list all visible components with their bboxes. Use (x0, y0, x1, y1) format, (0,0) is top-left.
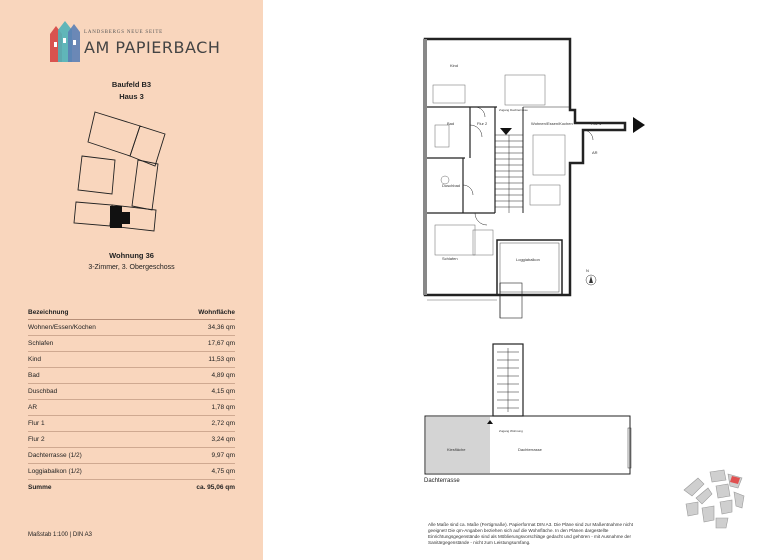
disclaimer-note: Alle Maße sind ca. Maße (Fertigmaße). Pa… (428, 522, 634, 545)
table-row: Dachterrasse (1/2)9,97 qm (28, 447, 235, 464)
table-header-row: Bezeichnung Wohnfläche (28, 307, 235, 320)
roof-arrow-icon (487, 420, 493, 424)
column-header: Bezeichnung (28, 307, 160, 320)
room-name: Flur 2 (28, 431, 160, 448)
room-name: Schlafen (28, 335, 160, 352)
floor-plan: N Kind Bad Flur 2 Wohnen/Essen/Kochen Fl… (423, 37, 645, 319)
room-area: 2,72 qm (159, 415, 235, 432)
room-area: 17,67 qm (159, 335, 235, 352)
room-label-kind: Kind (450, 63, 458, 68)
room-area: 1,78 qm (159, 399, 235, 416)
sum-area: ca. 95,06 qm (196, 483, 235, 491)
roof-label-zugang: Zugang Wohnung (499, 429, 523, 433)
room-label-zugang: Zugang Dachterrasse (499, 108, 528, 112)
unit-marker (110, 206, 122, 228)
room-name: Kind (28, 351, 160, 368)
room-name: AR (28, 399, 160, 416)
roof-label-dachterrasse: Dachterrasse (518, 447, 543, 452)
room-area: 9,97 qm (159, 447, 235, 464)
room-label-ar: AR (592, 150, 598, 155)
stair-arrow-icon (500, 128, 512, 135)
room-name: Loggiabalkon (1/2) (28, 463, 160, 480)
room-label-schlafen: Schlafen (442, 256, 458, 261)
roof-plan: Zugang Wohnung Kiesfläche Dachterrasse (424, 343, 632, 475)
district-map (683, 469, 745, 529)
haus-label: Haus 3 (119, 92, 144, 101)
north-arrow-icon (585, 274, 597, 286)
room-label-wohnen: Wohnen/Essen/Kochen (531, 121, 573, 126)
unit-description: 3-Zimmer, 3. Obergeschoss (88, 264, 175, 271)
logo-houses-icon (50, 21, 80, 62)
room-name: Duschbad (28, 383, 160, 400)
north-label: N (586, 268, 589, 273)
sum-label: Summe (28, 483, 52, 491)
logo-title: AM PAPIERBACH (84, 38, 221, 57)
room-area: 3,24 qm (159, 431, 235, 448)
area-table: Bezeichnung Wohnfläche Wohnen/Essen/Koch… (28, 307, 235, 495)
room-label-loggia: Loggiabalkon (516, 257, 540, 262)
room-name: Bad (28, 367, 160, 384)
logo (50, 21, 80, 62)
entry-arrow-icon (633, 117, 645, 133)
room-name: Dachterrasse (1/2) (28, 447, 160, 464)
sum-row: Summe ca. 95,06 qm (28, 480, 235, 496)
room-label-flur2: Flur 2 (477, 121, 488, 126)
site-plan (73, 111, 166, 232)
location-marker-icon (730, 476, 740, 484)
room-label-flur1: Flur 1 (591, 121, 602, 126)
room-area: 4,89 qm (159, 367, 235, 384)
room-label-duschbad: Duschbad (442, 183, 460, 188)
roof-title: Dachterrasse (424, 478, 460, 484)
scale-label: Maßstab 1:100 | DIN A3 (28, 532, 92, 538)
room-area: 11,53 qm (159, 351, 235, 368)
info-panel: LANDSBERGS NEUE SEITE AM PAPIERBACH Bauf… (0, 0, 263, 560)
room-label-bad: Bad (447, 121, 454, 126)
column-header: Wohnfläche (159, 307, 235, 320)
baufeld-label: Baufeld B3 (111, 80, 152, 89)
logo-subtitle: LANDSBERGS NEUE SEITE (84, 30, 164, 35)
room-name: Wohnen/Essen/Kochen (28, 319, 160, 336)
table-row: Loggiabalkon (1/2)4,75 qm (28, 463, 235, 480)
room-area: 4,75 qm (159, 463, 235, 480)
room-area: 4,15 qm (159, 383, 235, 400)
unit-name: Wohnung 36 (109, 251, 154, 260)
roof-label-kiesflaeche: Kiesfläche (447, 447, 466, 452)
room-name: Flur 1 (28, 415, 160, 432)
room-area: 34,36 qm (159, 319, 235, 336)
